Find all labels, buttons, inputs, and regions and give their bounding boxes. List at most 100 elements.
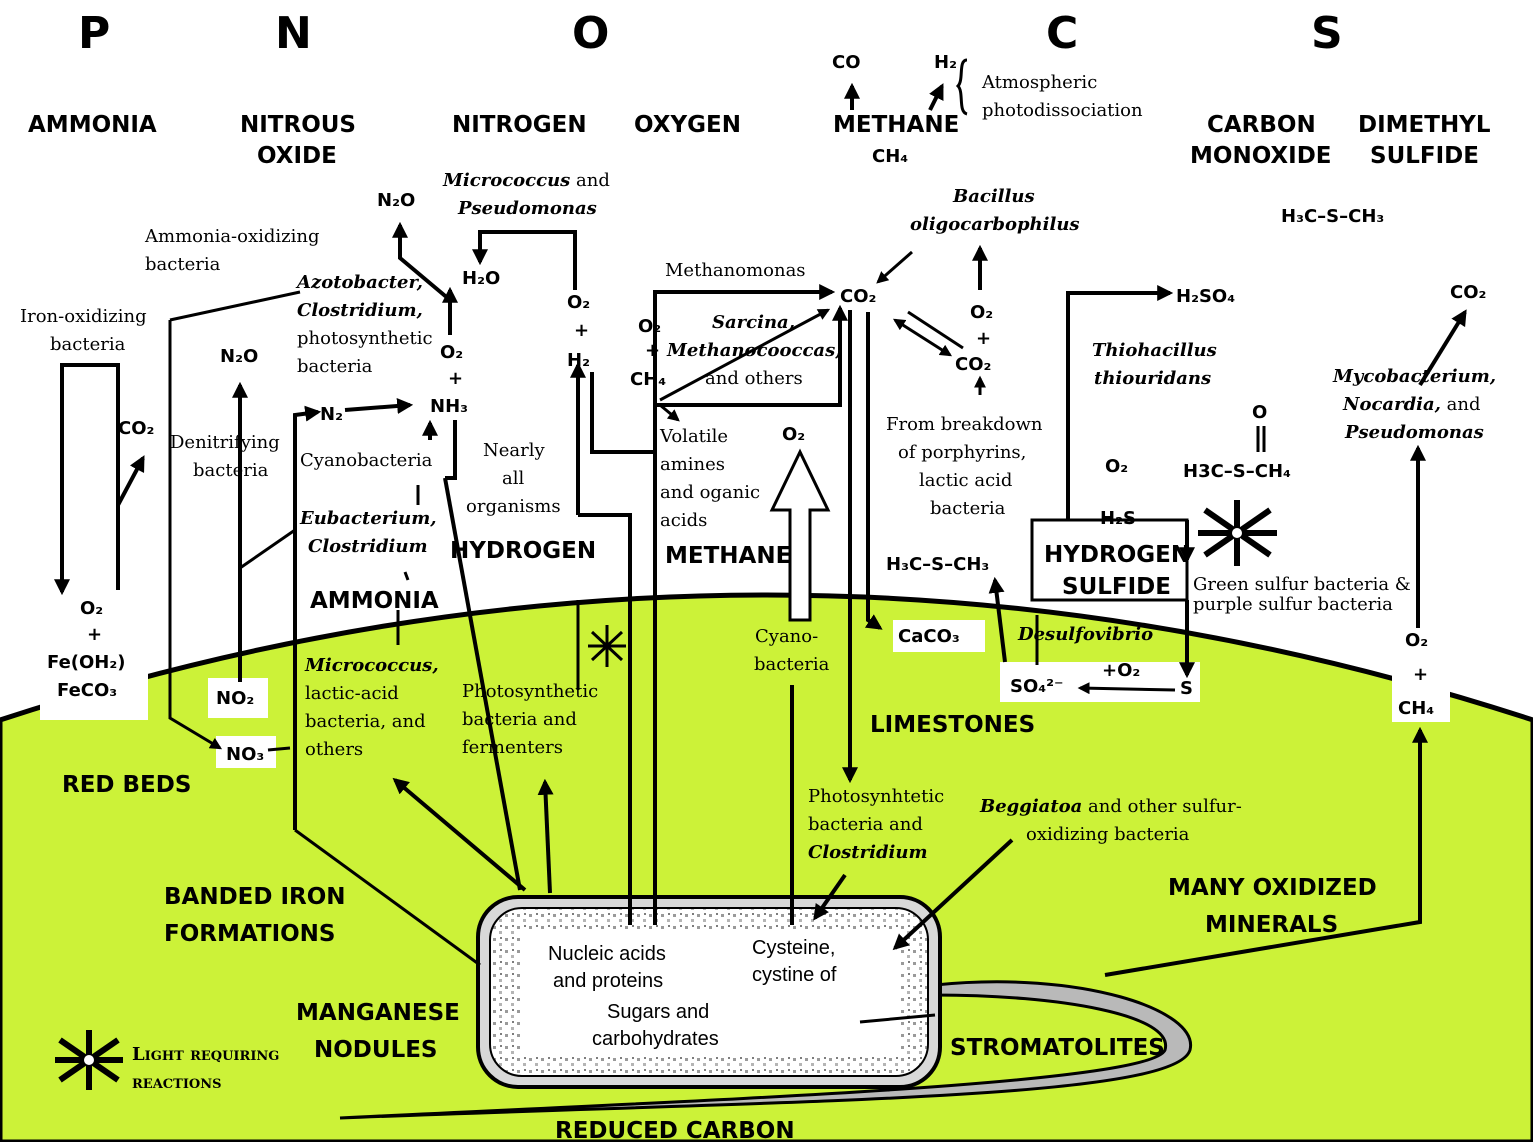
legend-star-center <box>84 1055 94 1065</box>
c-o2: O₂ <box>970 302 993 323</box>
manganese-1: MANGANESE <box>296 1000 460 1026</box>
micrococcus-h: Micrococcus and <box>442 170 610 191</box>
mo-co2: CO₂ <box>1450 282 1486 303</box>
photosynthetic-h-1: Photosynthetic <box>462 681 598 702</box>
banded-iron-2: FORMATIONS <box>164 921 336 947</box>
methanomonas: Methanomonas <box>665 260 806 281</box>
cyano-2: bacteria <box>754 654 830 675</box>
beggiatoa-2: oxidizing bacteria <box>1026 824 1190 845</box>
connector-lines <box>54 58 1467 1024</box>
legend-light-1: Light requiring <box>132 1044 279 1065</box>
s-o2: O₂ <box>1105 456 1128 477</box>
h-h2: H₂ <box>567 350 590 371</box>
pseudomonas-h: Pseudomonas <box>457 198 597 219</box>
dmso-o: O <box>1252 402 1267 423</box>
co2-right: CO₂ <box>955 354 991 375</box>
n2o-mid: N₂O <box>220 346 258 367</box>
ammonia-oxidizing-1: Ammonia-oxidizing <box>144 226 320 247</box>
porphyrin-1: From breakdown <box>886 414 1043 435</box>
iron-o2: O₂ <box>80 598 103 619</box>
lactic-3: others <box>305 739 363 760</box>
many-oxidized-1: MANY OXIDIZED <box>1168 875 1377 901</box>
caco3: CaCO₃ <box>898 626 960 647</box>
manganese-2: NODULES <box>314 1037 438 1063</box>
cyanobacteria-n: Cyanobacteria <box>300 450 433 471</box>
mo-ch4: CH₄ <box>1398 698 1434 719</box>
dms-formula: H₃C–S–CH₃ <box>1281 206 1384 227</box>
green-sulfur-2: purple sulfur bacteria <box>1193 594 1393 615</box>
beggiatoa-1: Beggiatoa and other sulfur- <box>979 796 1242 817</box>
n-plus: + <box>448 368 463 389</box>
mo-o2: O₂ <box>1405 630 1428 651</box>
s-dms-surface: H₃C–S–CH₃ <box>886 554 989 575</box>
porphyrin-2: of porphyrins, <box>898 442 1026 463</box>
light-star-small-icon <box>588 625 626 667</box>
n-n2: N₂ <box>320 404 343 425</box>
atm-photo-1: Atmospheric <box>981 72 1097 93</box>
photosynthetic-n-1: photosynthetic <box>297 328 433 349</box>
gas-carbon-1: CARBON <box>1207 112 1316 138</box>
methane-surface: METHANE <box>665 543 791 569</box>
h-o2: O₂ <box>567 292 590 313</box>
no2: NO₂ <box>216 688 254 709</box>
clostridium-1: Clostridium, <box>297 300 423 321</box>
light-star-center <box>1232 528 1242 538</box>
many-oxidized-2: MINERALS <box>1205 912 1338 938</box>
hydrogen-sulfide-1: HYDROGEN <box>1044 542 1190 568</box>
cell-nucleic-1: Nucleic acids <box>548 943 666 965</box>
gas-carbon-2: MONOXIDE <box>1190 143 1332 169</box>
nearly-3: organisms <box>466 496 561 517</box>
desulfovibrio: Desulfovibrio <box>1017 624 1153 645</box>
ammonia-oxidizing-2: bacteria <box>145 254 221 275</box>
clostridium-2: Clostridium <box>308 536 428 557</box>
volatile-2: amines <box>660 454 725 475</box>
element-p: P <box>78 8 110 59</box>
lactic-1: lactic-acid <box>305 683 399 704</box>
cell-cysteine-2: cystine of <box>752 964 837 986</box>
thiohacillus-2: thiouridans <box>1094 368 1211 389</box>
n2o-top: N₂O <box>377 190 415 211</box>
cell-cysteine-1: Cysteine, <box>752 937 835 959</box>
reduced-carbon: REDUCED CARBON <box>555 1118 795 1142</box>
caco3-patch <box>893 620 985 652</box>
and-others-m: and others <box>705 368 803 389</box>
porphyrin-3: lactic acid <box>919 470 1012 491</box>
photosynthetic-n-2: bacteria <box>297 356 373 377</box>
iron-feco3: FeCO₃ <box>57 680 117 701</box>
photosynhtetic-2: bacteria and <box>808 814 923 835</box>
porphyrin-4: bacteria <box>930 498 1006 519</box>
iron-plus: + <box>87 624 102 645</box>
gas-dimethyl-2: SULFIDE <box>1370 143 1479 169</box>
co2-main: CO₂ <box>840 286 876 307</box>
photosynhtetic-3: Clostridium <box>808 842 928 863</box>
dmso-formula: H3C–S–CH₄ <box>1183 461 1291 482</box>
gas-nitrogen: NITROGEN <box>452 112 587 138</box>
m-ch4: CH₄ <box>630 369 666 390</box>
legend-light-2: reactions <box>132 1072 222 1093</box>
c-plus: + <box>976 328 991 349</box>
nearly-1: Nearly <box>483 440 545 461</box>
no2-patch <box>208 678 268 718</box>
pseudomonas-mo: Pseudomonas <box>1344 422 1484 443</box>
iron-patch <box>40 595 148 720</box>
stromatolite-ring <box>339 980 1192 1120</box>
m-plus: + <box>645 340 660 361</box>
azotobacter: Azotobacter, <box>295 272 423 293</box>
cyano-1: Cyano- <box>755 626 818 647</box>
ch4-patch <box>1392 620 1450 722</box>
mycobacterium: Mycobacterium, <box>1332 366 1496 387</box>
atm-h2: H₂ <box>934 52 957 73</box>
ammonia-surface: AMMONIA <box>310 588 439 614</box>
mo-plus: + <box>1413 664 1428 685</box>
photosynthetic-h-2: bacteria and <box>462 709 577 730</box>
n-o2: O₂ <box>440 342 463 363</box>
hydrogen-surface: HYDROGEN <box>450 538 596 564</box>
nocardia: Nocardia, and <box>1342 394 1481 415</box>
h2o: H₂O <box>462 268 500 289</box>
photosynhtetic-1: Photosynhtetic <box>808 786 944 807</box>
iron-co2: CO₂ <box>118 418 154 439</box>
bacillus-1: Bacillus <box>952 186 1035 207</box>
cell-sugars-2: carbohydrates <box>592 1028 719 1050</box>
